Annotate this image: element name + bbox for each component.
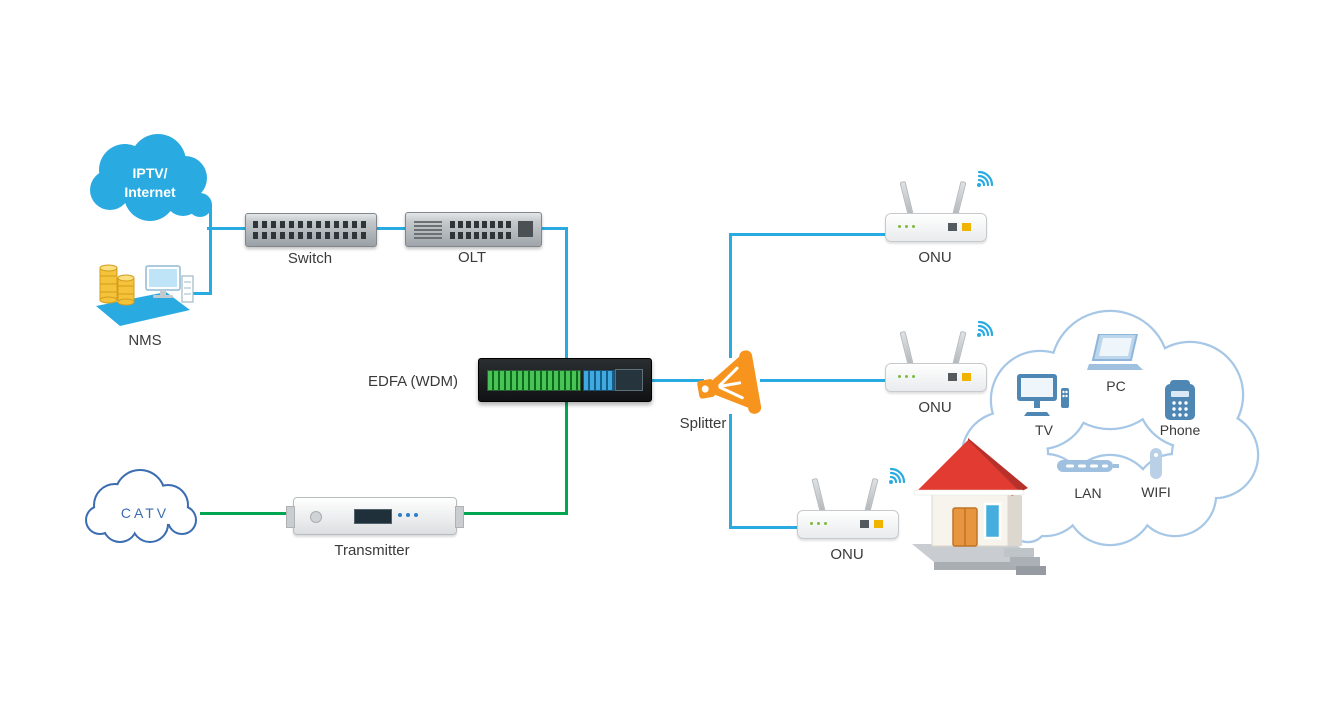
- house-illustration: [912, 438, 1046, 575]
- link-transmitter-to-corner: [452, 512, 568, 515]
- onu-bottom-node: ONU: [792, 462, 912, 564]
- onu-port: [948, 373, 957, 381]
- olt-ports: [450, 221, 513, 228]
- link-olt-to-corner: [538, 227, 568, 230]
- phone-icon: [1165, 380, 1195, 420]
- switch-ports: [253, 232, 369, 239]
- link-catv-to-transmitter: [200, 512, 297, 515]
- nms-node: NMS: [90, 252, 200, 352]
- onu-port: [962, 373, 971, 381]
- house-roof: [916, 440, 1020, 492]
- link-to-onu-top: [729, 233, 887, 236]
- link-splitter-up: [729, 233, 732, 358]
- transmitter-led: [398, 513, 402, 517]
- internet-cloud-label: IPTV/ Internet: [124, 165, 176, 200]
- wifi-signal-icon: [977, 320, 994, 337]
- edfa-blue-ports: [583, 370, 615, 391]
- onu-port: [948, 223, 957, 231]
- onu-device: [885, 363, 987, 392]
- nms-label: NMS: [128, 332, 162, 349]
- house-window: [983, 502, 1002, 540]
- onu-middle-node: ONU: [880, 315, 1000, 417]
- onu-label: ONU: [830, 546, 864, 563]
- internet-cloud-icon: [90, 134, 212, 221]
- switch-ports: [253, 221, 369, 228]
- link-corner-to-edfa: [565, 227, 568, 364]
- switch-device: [245, 213, 377, 247]
- pc-icon: [1087, 334, 1143, 370]
- olt-ports: [450, 232, 513, 239]
- onu-device: [797, 510, 899, 539]
- transmitter-device: [286, 497, 464, 535]
- olt-label: OLT: [457, 249, 487, 266]
- splitter-label: Splitter: [679, 415, 727, 432]
- phone-label: Phone: [1159, 422, 1201, 438]
- link-to-onu-middle: [760, 379, 887, 382]
- transmitter-display: [354, 509, 392, 524]
- olt-device: [405, 212, 542, 247]
- wifi-signal-icon: [889, 467, 906, 484]
- link-internet-to-switch: [207, 227, 252, 230]
- wifi-signal-icon: [977, 170, 994, 187]
- tv-label: TV: [1035, 422, 1053, 438]
- olt-screen: [518, 221, 533, 237]
- onu-device: [885, 213, 987, 242]
- link-corner-to-edfa-green: [565, 398, 568, 515]
- wifi-dongle-icon: [1150, 448, 1162, 479]
- transmitter-knob: [310, 511, 322, 523]
- service-wifi: WIFI: [1128, 448, 1184, 503]
- house-steps: [1004, 548, 1034, 557]
- link-nms-horizontal: [188, 292, 212, 295]
- wifi-label: WIFI: [1141, 484, 1171, 500]
- pc-label: PC: [1106, 378, 1126, 394]
- service-tv: TV: [1014, 372, 1074, 442]
- nms-server: [181, 275, 194, 303]
- transmitter-led: [406, 513, 410, 517]
- rack-ear: [455, 506, 464, 528]
- tv-icon: [1017, 374, 1069, 416]
- edfa-device: [478, 358, 652, 402]
- splitter-icon: [697, 350, 762, 414]
- service-phone: Phone: [1150, 380, 1210, 442]
- catv-cloud-label: CATV: [120, 505, 170, 521]
- onu-label: ONU: [918, 399, 952, 416]
- link-internet-to-nms-vertical: [209, 205, 212, 295]
- nms-icon: [96, 264, 194, 326]
- lan-icon: [1057, 460, 1119, 472]
- link-edfa-to-splitter: [648, 379, 704, 382]
- onu-port: [962, 223, 971, 231]
- onu-top-node: ONU: [880, 165, 1000, 267]
- transmitter-led: [414, 513, 418, 517]
- switch-label: Switch: [287, 250, 333, 267]
- link-to-onu-bottom: [729, 526, 801, 529]
- onu-port: [860, 520, 869, 528]
- service-pc: PC: [1086, 334, 1146, 398]
- link-switch-to-olt: [373, 227, 409, 230]
- transmitter-label: Transmitter: [334, 542, 410, 559]
- onu-port: [874, 520, 883, 528]
- edfa-display: [615, 369, 643, 391]
- edfa-green-ports: [487, 370, 581, 391]
- service-lan: LAN: [1057, 455, 1119, 503]
- olt-vent: [414, 220, 442, 239]
- rack-ear: [286, 506, 295, 528]
- link-splitter-down: [729, 414, 732, 529]
- edfa-label: EDFA (WDM): [368, 373, 458, 390]
- lan-label: LAN: [1074, 485, 1102, 501]
- onu-label: ONU: [918, 249, 952, 266]
